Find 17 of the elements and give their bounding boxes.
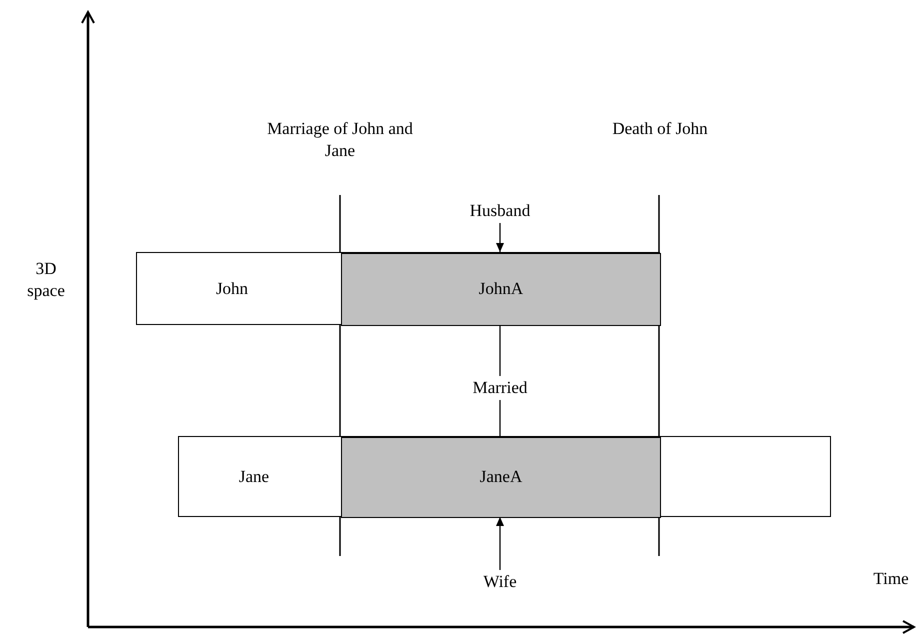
- role-label: Wife: [450, 571, 550, 593]
- arrow: [496, 517, 504, 570]
- bar-label: John: [214, 278, 250, 300]
- state-segment: JohnA: [341, 253, 661, 326]
- axis-label: 3D space: [26, 258, 66, 302]
- state-segment: JaneA: [341, 437, 661, 518]
- connector-line: [499, 325, 501, 376]
- role-label: Married: [450, 377, 550, 399]
- lifespan-bar: [136, 252, 660, 325]
- role-label: Husband: [450, 200, 550, 222]
- axis-label: Time: [872, 568, 910, 590]
- bar-label: Jane: [238, 466, 270, 488]
- connector-line: [499, 400, 501, 436]
- lifespan-bar: [178, 436, 831, 517]
- event-label: Death of John: [611, 118, 709, 140]
- arrow: [496, 223, 504, 252]
- event-label: Marriage of John and Jane: [266, 118, 414, 162]
